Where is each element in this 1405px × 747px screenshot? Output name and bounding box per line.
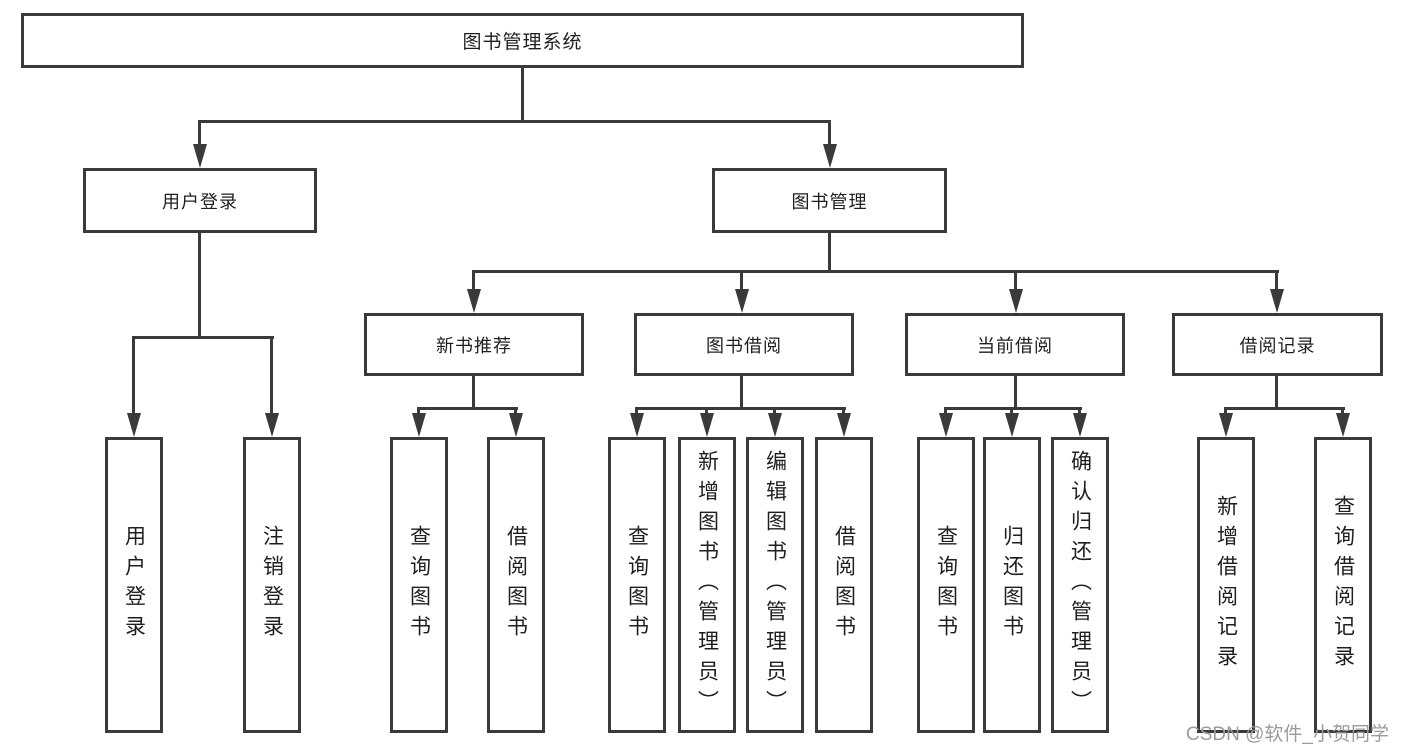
- node-borrow-books-borrowing: 借阅图书: [815, 437, 873, 733]
- connector-to-borrow-records: [1275, 270, 1278, 291]
- connector-records-rail: [1224, 407, 1345, 410]
- arrowhead-query-books-2: [630, 413, 644, 437]
- node-library-system: 图书管理系统: [21, 13, 1024, 68]
- connector-borrowing-rail: [635, 407, 846, 410]
- node-edit-book-admin: 编辑图书（管理员）: [746, 437, 804, 733]
- node-logout: 注销登录: [243, 437, 301, 733]
- node-user-login-branch: 用户登录: [83, 168, 317, 233]
- connector-book-mgmt-stem: [828, 233, 831, 273]
- connector-user-login-stem: [198, 233, 201, 336]
- connector-to-add-book: [705, 407, 708, 417]
- connector-to-user-login-leaf: [132, 336, 135, 415]
- arrowhead-query-books-3: [939, 413, 953, 437]
- arrowhead-user-login: [193, 144, 207, 168]
- node-user-login-leaf: 用户登录: [105, 437, 163, 733]
- arrowhead-return-books: [1005, 413, 1019, 437]
- arrowhead-borrow-books-2: [837, 413, 851, 437]
- connector-to-user-login: [198, 120, 201, 148]
- connector-to-query-books-2: [635, 407, 638, 417]
- arrowhead-borrow-books-1: [509, 413, 523, 437]
- connector-user-login-rail: [132, 336, 274, 339]
- node-add-borrow-record: 新增借阅记录: [1197, 437, 1255, 733]
- node-borrow-books-recommend: 借阅图书: [487, 437, 545, 733]
- connector-to-book-management: [828, 120, 831, 148]
- connector-to-book-borrowing: [740, 270, 743, 291]
- connector-to-query-books-3: [944, 407, 947, 417]
- node-new-book-recommend: 新书推荐: [364, 313, 584, 376]
- connector-to-confirm-return: [1078, 407, 1081, 417]
- arrowhead-borrow-records: [1270, 289, 1284, 313]
- arrowhead-new-book-recommend: [467, 289, 481, 313]
- connector-to-edit-book: [773, 407, 776, 417]
- connector-records-stem: [1275, 376, 1278, 410]
- connector-to-query-books-1: [417, 407, 420, 417]
- node-return-books: 归还图书: [983, 437, 1041, 733]
- arrowhead-query-record: [1336, 413, 1350, 437]
- connector-to-borrow-books-1: [514, 407, 517, 417]
- arrowhead-edit-book: [768, 413, 782, 437]
- node-book-management: 图书管理: [712, 168, 947, 233]
- connector-to-return-books: [1010, 407, 1013, 417]
- arrowhead-user-login-leaf: [127, 413, 141, 437]
- connector-to-borrow-books-2: [842, 407, 845, 417]
- node-query-books-recommend: 查询图书: [390, 437, 448, 733]
- csdn-watermark: CSDN @软件_小贺同学: [1186, 724, 1389, 745]
- connector-current-rail: [944, 407, 1082, 410]
- node-query-borrow-record: 查询借阅记录: [1314, 437, 1372, 733]
- arrowhead-logout: [265, 413, 279, 437]
- node-add-book-admin: 新增图书（管理员）: [678, 437, 736, 733]
- connector-recommend-stem: [472, 376, 475, 410]
- node-borrow-records: 借阅记录: [1172, 313, 1383, 376]
- node-book-borrowing: 图书借阅: [634, 313, 854, 376]
- arrowhead-add-record: [1219, 413, 1233, 437]
- connector-borrowing-stem: [740, 376, 743, 410]
- connector-to-query-record: [1341, 407, 1344, 417]
- connector-root-stem: [521, 68, 524, 123]
- connector-root-rail: [198, 120, 831, 123]
- node-confirm-return-admin: 确认归还（管理员）: [1051, 437, 1109, 733]
- connector-current-stem: [1014, 376, 1017, 410]
- node-query-books-current: 查询图书: [917, 437, 975, 733]
- arrowhead-book-management: [823, 144, 837, 168]
- arrowhead-current-borrowing: [1009, 289, 1023, 313]
- connector-book-mgmt-rail: [472, 270, 1279, 273]
- arrowhead-book-borrowing: [735, 289, 749, 313]
- connector-to-new-book-recommend: [472, 270, 475, 291]
- node-current-borrowing: 当前借阅: [905, 313, 1125, 376]
- node-query-books-borrowing: 查询图书: [608, 437, 666, 733]
- connector-recommend-rail: [417, 407, 518, 410]
- connector-to-logout: [270, 336, 273, 415]
- arrowhead-add-book: [700, 413, 714, 437]
- arrowhead-confirm-return: [1073, 413, 1087, 437]
- arrowhead-query-books-1: [412, 413, 426, 437]
- connector-to-add-record: [1224, 407, 1227, 417]
- connector-to-current-borrowing: [1014, 270, 1017, 291]
